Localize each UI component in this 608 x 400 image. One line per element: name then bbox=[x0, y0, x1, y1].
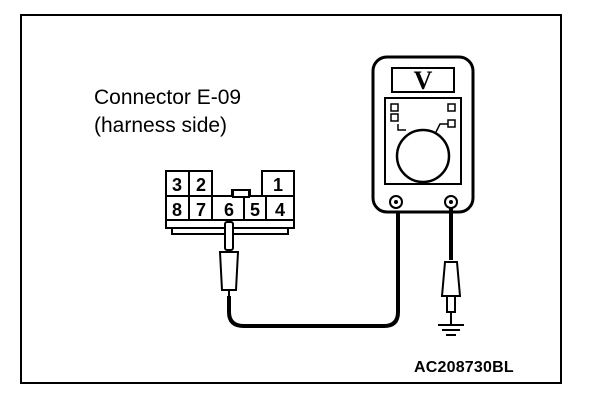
voltmeter-icon: V bbox=[371, 55, 475, 214]
connector-side-label: (harness side) bbox=[94, 114, 228, 137]
ground-clip bbox=[440, 261, 462, 324]
pin-label: 5 bbox=[250, 200, 260, 220]
meter-display: V bbox=[414, 66, 433, 95]
pin-label: 8 bbox=[172, 200, 182, 220]
pin-label: 6 bbox=[224, 200, 234, 220]
pin-label: 3 bbox=[172, 175, 182, 195]
pin-label: 2 bbox=[196, 175, 206, 195]
pin-label: 7 bbox=[196, 200, 206, 220]
pin-label: 1 bbox=[273, 175, 283, 195]
figure-code: AC208730BL bbox=[414, 359, 514, 376]
diagram-frame bbox=[20, 14, 562, 384]
test-probe-icon bbox=[218, 221, 240, 296]
pin-label: 4 bbox=[275, 200, 285, 220]
connector-label: Connector E-09 bbox=[94, 86, 242, 109]
ground-symbol-icon bbox=[438, 324, 464, 336]
test-lead-wire bbox=[227, 206, 400, 328]
